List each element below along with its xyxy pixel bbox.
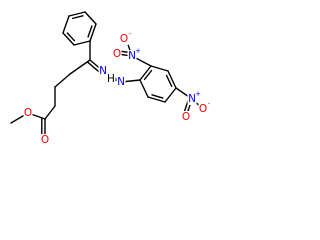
atom-o_nitro_para_a: O- bbox=[198, 100, 211, 115]
atom-o_ester-label: O bbox=[24, 107, 32, 119]
bond-c5-c4 bbox=[69, 59, 91, 75]
bond-ar3-ar4 bbox=[167, 70, 177, 89]
atom-o_nitro_para_b-label: O bbox=[182, 111, 190, 123]
bond-ph3-ph4-inner bbox=[87, 25, 93, 38]
atom-n_imine-label: N bbox=[99, 65, 107, 77]
atom-n_nitro_para: N+ bbox=[187, 90, 201, 105]
bond-c2-c1 bbox=[44, 105, 56, 120]
atom-o_nitro_ortho_b-label: O bbox=[113, 48, 121, 60]
bond-ph2-ph3 bbox=[84, 11, 97, 25]
bond-ar5-ar6-inner bbox=[151, 94, 164, 99]
atom-n_nitro_ortho: N+ bbox=[127, 47, 141, 62]
atom-o_nitro_ortho_a-background bbox=[119, 33, 129, 45]
atom-n_nitro_ortho-label: N bbox=[128, 50, 136, 62]
atom-o_nitro_para_b-background bbox=[181, 111, 191, 123]
atom-o_nitro_ortho_a: O- bbox=[119, 30, 132, 45]
atom-o_nitro_ortho_a-charge: - bbox=[129, 30, 132, 38]
atom-n_nitro_para-charge: + bbox=[195, 90, 201, 98]
atom-n_nitro_para-background bbox=[187, 93, 197, 105]
atom-h_nh-label: H bbox=[107, 73, 115, 85]
atom-o_carbonyl: O bbox=[40, 134, 50, 146]
atom-o_carbonyl-label: O bbox=[41, 134, 49, 146]
atom-o_nitro_para_a-background bbox=[198, 103, 208, 115]
atom-h_nh-background bbox=[106, 73, 116, 85]
bond-ph5-ph6-inner bbox=[66, 32, 76, 42]
atom-o_nitro_ortho_b: O bbox=[112, 48, 122, 60]
atom-o_ester-background bbox=[23, 107, 33, 119]
bond-ar1-ar2-inner bbox=[143, 69, 153, 81]
atom-h_nh: H bbox=[106, 73, 116, 85]
atom-o_nitro_para_b: O bbox=[181, 111, 191, 123]
bond-ph4-ph5 bbox=[73, 40, 91, 46]
atom-o_nitro_ortho_a-label: O bbox=[120, 33, 128, 45]
bond-ph1-ph2 bbox=[68, 11, 86, 17]
atom-n_nitro_ortho-charge: + bbox=[135, 47, 141, 55]
bond-ar3-ar4-inner bbox=[165, 74, 173, 88]
bond-ph6-ph1 bbox=[62, 15, 70, 34]
bond-ar1-ar2 bbox=[139, 65, 152, 81]
bond-c4-c3 bbox=[54, 73, 71, 88]
atom-o_ester: O bbox=[23, 107, 33, 119]
atom-n_nitro_para-label: N bbox=[188, 93, 196, 105]
atom-n_hydrazine-label: N bbox=[117, 76, 125, 88]
bond-ar4-ar5 bbox=[164, 87, 177, 103]
bond-ph1-ph2-inner bbox=[71, 15, 84, 20]
atom-n_imine-background bbox=[98, 65, 108, 77]
atom-n_imine: N bbox=[98, 65, 108, 77]
atom-n_hydrazine: N bbox=[116, 76, 126, 88]
bond-ph3-ph4 bbox=[89, 23, 97, 42]
atom-n_hydrazine-background bbox=[116, 76, 126, 88]
atom-o_nitro_para_a-charge: - bbox=[208, 100, 211, 108]
bond-ph5-ph6 bbox=[62, 32, 75, 46]
atom-o_nitro_para_a-label: O bbox=[199, 103, 207, 115]
atom-o_nitro_ortho_b-background bbox=[112, 48, 122, 60]
atom-o_carbonyl-background bbox=[40, 134, 50, 146]
bond-ar6-ar1 bbox=[139, 79, 149, 98]
bond-ar2-ar3 bbox=[150, 65, 169, 72]
bond-ar5-ar6 bbox=[147, 96, 166, 103]
atom-n_nitro_ortho-background bbox=[127, 50, 137, 62]
